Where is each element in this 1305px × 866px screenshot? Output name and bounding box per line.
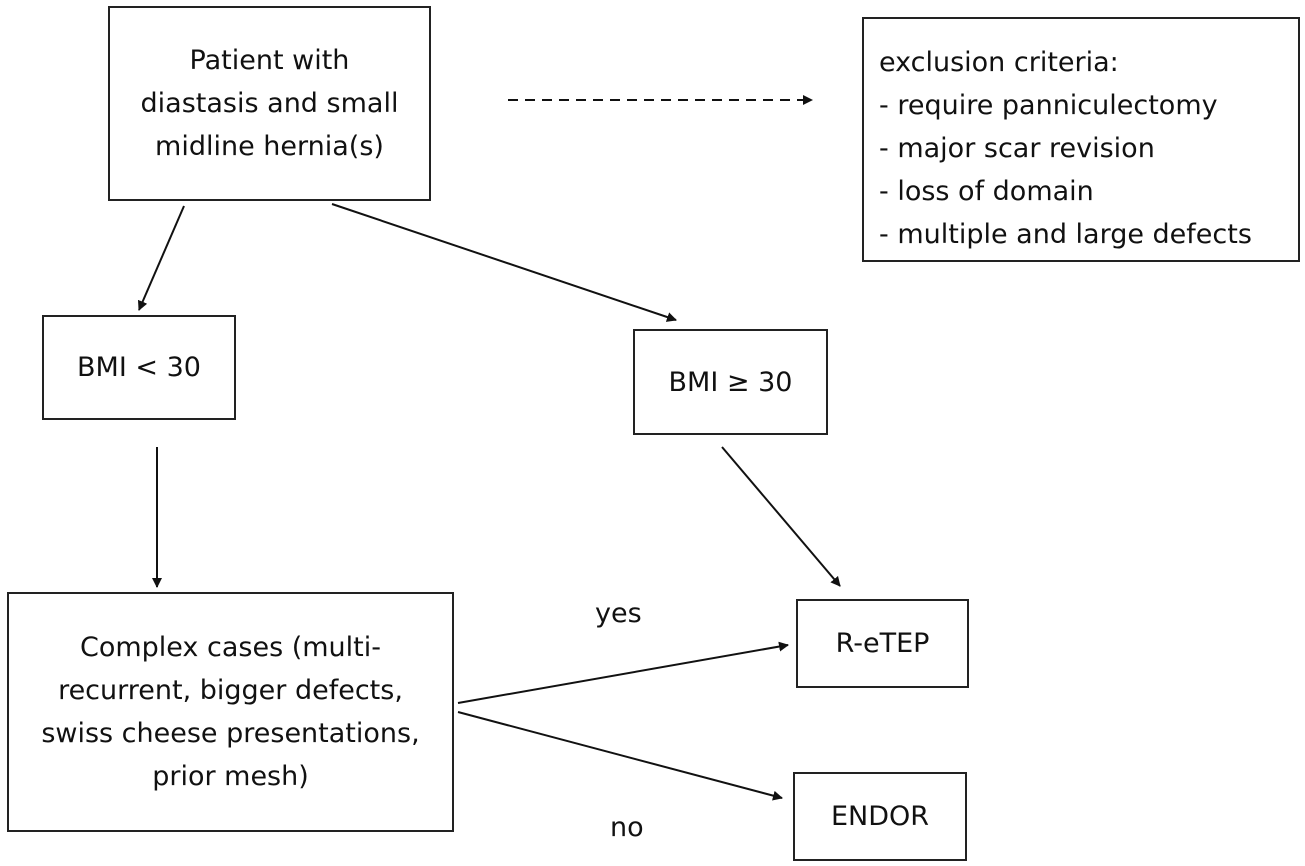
- exclusion-title: exclusion criteria:: [879, 47, 1119, 78]
- patient-line: Patient with: [189, 45, 350, 76]
- exclusion-item: - major scar revision: [879, 133, 1155, 164]
- patient-line: diastasis and small: [140, 88, 399, 119]
- complex-line: swiss cheese presentations,: [41, 718, 420, 749]
- complex-cases-box: Complex cases (multi- recurrent, bigger …: [7, 592, 454, 832]
- endor-box: ENDOR: [793, 772, 967, 861]
- bmi-low-label: BMI < 30: [77, 352, 201, 383]
- patient-line: midline hernia(s): [155, 131, 384, 162]
- patient-box: Patient with diastasis and small midline…: [108, 6, 431, 201]
- arrow-complex-to-retep: [457, 641, 789, 704]
- exclusion-criteria-box: exclusion criteria: - require panniculec…: [862, 17, 1300, 262]
- bmi-low-box: BMI < 30: [42, 315, 236, 420]
- arrow-complex-to-endor: [457, 711, 783, 801]
- complex-line: Complex cases (multi-: [79, 632, 381, 663]
- bmi-high-label: BMI ≥ 30: [668, 366, 793, 398]
- complex-line: prior mesh): [152, 761, 309, 792]
- arrow-patient-to-bmi-low: [137, 205, 185, 311]
- retep-label: R-eTEP: [835, 628, 930, 659]
- arrow-bmi-high-to-retep: [721, 446, 841, 587]
- exclusion-item: - require panniculectomy: [879, 90, 1218, 121]
- complex-line: recurrent, bigger defects,: [58, 675, 403, 706]
- retep-box: R-eTEP: [796, 599, 969, 688]
- no-edge-label: no: [610, 812, 644, 843]
- bmi-high-box: BMI ≥ 30: [633, 329, 828, 435]
- endor-label: ENDOR: [830, 801, 930, 832]
- arrow-patient-to-bmi-high: [331, 203, 677, 322]
- yes-edge-label: yes: [595, 598, 642, 629]
- exclusion-item: - multiple and large defects: [879, 219, 1252, 250]
- exclusion-item: - loss of domain: [879, 176, 1094, 207]
